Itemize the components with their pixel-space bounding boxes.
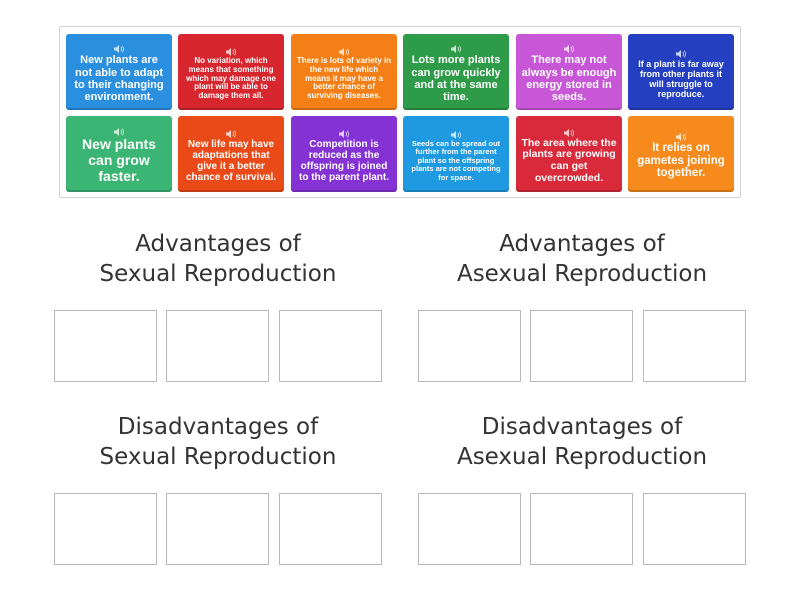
sort-card[interactable]: There is lots of variety in the new life… bbox=[291, 34, 397, 110]
drop-slot[interactable] bbox=[418, 493, 521, 565]
speaker-icon[interactable] bbox=[113, 124, 125, 137]
drop-slot[interactable] bbox=[643, 310, 746, 382]
sort-card[interactable]: No variation, which means that something… bbox=[178, 34, 284, 110]
card-text: New plants are not able to adapt to thei… bbox=[74, 54, 164, 104]
speaker-icon[interactable] bbox=[225, 44, 237, 56]
drop-slot[interactable] bbox=[530, 310, 633, 382]
group-heading: Advantages of Sexual Reproduction bbox=[34, 229, 402, 289]
card-text: It relies on gametes joining together. bbox=[637, 141, 725, 180]
group-heading-line2: Sexual Reproduction bbox=[99, 444, 337, 470]
sort-card[interactable]: Lots more plants can grow quickly and at… bbox=[403, 34, 509, 110]
drop-slot[interactable] bbox=[54, 493, 157, 565]
sort-card[interactable]: New plants are not able to adapt to thei… bbox=[66, 34, 172, 110]
drop-slot[interactable] bbox=[530, 493, 633, 565]
group-heading-line1: Disadvantages of bbox=[117, 414, 319, 440]
group-heading: Disadvantages of Sexual Reproduction bbox=[34, 412, 402, 472]
sort-card[interactable]: New plants can grow faster. bbox=[66, 116, 172, 192]
sort-card[interactable]: Seeds can be spread out further from the… bbox=[403, 116, 509, 192]
card-text: Seeds can be spread out further from the… bbox=[411, 139, 501, 182]
speaker-icon[interactable] bbox=[338, 126, 350, 138]
speaker-icon[interactable] bbox=[113, 41, 125, 54]
group-heading-line2: Sexual Reproduction bbox=[99, 261, 337, 287]
speaker-icon[interactable] bbox=[450, 41, 462, 54]
sort-card[interactable]: If a plant is far away from other plants… bbox=[628, 34, 734, 110]
speaker-icon[interactable] bbox=[675, 129, 687, 141]
card-text: There is lots of variety in the new life… bbox=[296, 55, 392, 101]
card-text: New life may have adaptations that give … bbox=[185, 138, 277, 184]
card-text: There may not always be enough energy st… bbox=[521, 54, 617, 104]
group-heading: Disadvantages of Asexual Reproduction bbox=[398, 412, 766, 472]
sort-card[interactable]: It relies on gametes joining together. bbox=[628, 116, 734, 192]
drop-slot[interactable] bbox=[643, 493, 746, 565]
speaker-icon[interactable] bbox=[450, 127, 462, 140]
sort-card[interactable]: New life may have adaptations that give … bbox=[178, 116, 284, 192]
drop-slot[interactable] bbox=[166, 493, 269, 565]
drop-slot[interactable] bbox=[166, 310, 269, 382]
speaker-icon[interactable] bbox=[563, 125, 575, 137]
group-heading-line1: Advantages of bbox=[135, 231, 301, 257]
drop-slot[interactable] bbox=[54, 310, 157, 382]
speaker-icon[interactable] bbox=[225, 126, 237, 138]
card-text: The area where the plants are growing ca… bbox=[521, 136, 617, 184]
group-heading-line2: Asexual Reproduction bbox=[456, 444, 708, 470]
card-text: Competition is reduced as the offspring … bbox=[299, 138, 389, 184]
group-heading-line1: Advantages of bbox=[499, 231, 665, 257]
sort-card[interactable]: Competition is reduced as the offspring … bbox=[291, 116, 397, 192]
drop-slot[interactable] bbox=[418, 310, 521, 382]
group-heading: Advantages of Asexual Reproduction bbox=[398, 229, 766, 289]
speaker-icon[interactable] bbox=[338, 44, 350, 56]
card-text: Lots more plants can grow quickly and at… bbox=[411, 54, 501, 104]
group-heading-line1: Disadvantages of bbox=[481, 414, 683, 440]
card-tray: New plants are not able to adapt to thei… bbox=[59, 26, 741, 198]
speaker-icon[interactable] bbox=[563, 41, 575, 54]
group-heading-line2: Asexual Reproduction bbox=[456, 261, 708, 287]
drop-slot[interactable] bbox=[279, 493, 382, 565]
drop-slot[interactable] bbox=[279, 310, 382, 382]
speaker-icon[interactable] bbox=[675, 46, 687, 58]
card-text: No variation, which means that something… bbox=[186, 55, 276, 101]
card-text: If a plant is far away from other plants… bbox=[638, 58, 724, 100]
card-text: New plants can grow faster. bbox=[82, 136, 156, 184]
sort-card[interactable]: There may not always be enough energy st… bbox=[516, 34, 622, 110]
sort-card[interactable]: The area where the plants are growing ca… bbox=[516, 116, 622, 192]
